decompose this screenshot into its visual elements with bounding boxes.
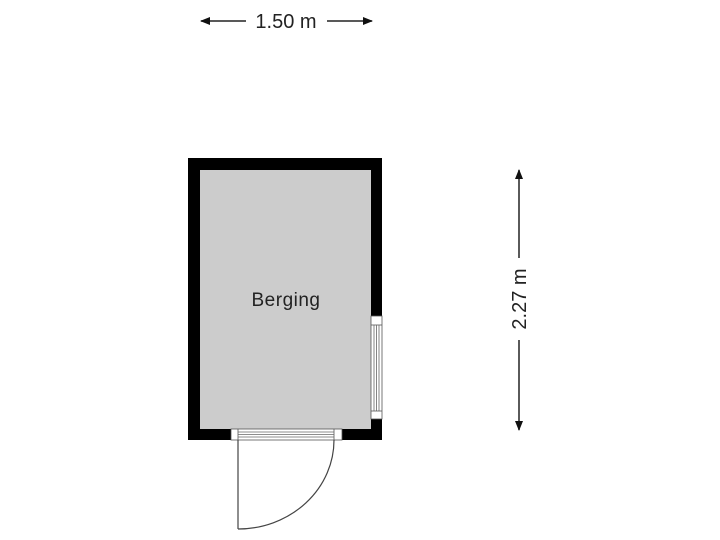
height-dimension: 2.27 m bbox=[509, 169, 531, 431]
wall-left bbox=[188, 158, 200, 440]
walls bbox=[188, 158, 382, 440]
wall-right-upper bbox=[371, 158, 382, 316]
wall-top bbox=[188, 158, 382, 170]
wall-bottom-left bbox=[188, 429, 231, 440]
room-floor bbox=[200, 170, 371, 429]
door-swing-arc bbox=[237, 439, 335, 530]
door bbox=[230, 428, 343, 530]
width-dimension-label: 1.50 m bbox=[255, 11, 316, 33]
width-dimension: 1.50 m bbox=[200, 11, 373, 33]
window bbox=[370, 315, 383, 420]
wall-bottom-right bbox=[342, 429, 382, 440]
height-dimension-label: 2.27 m bbox=[509, 268, 531, 329]
room-label: Berging bbox=[252, 290, 321, 311]
